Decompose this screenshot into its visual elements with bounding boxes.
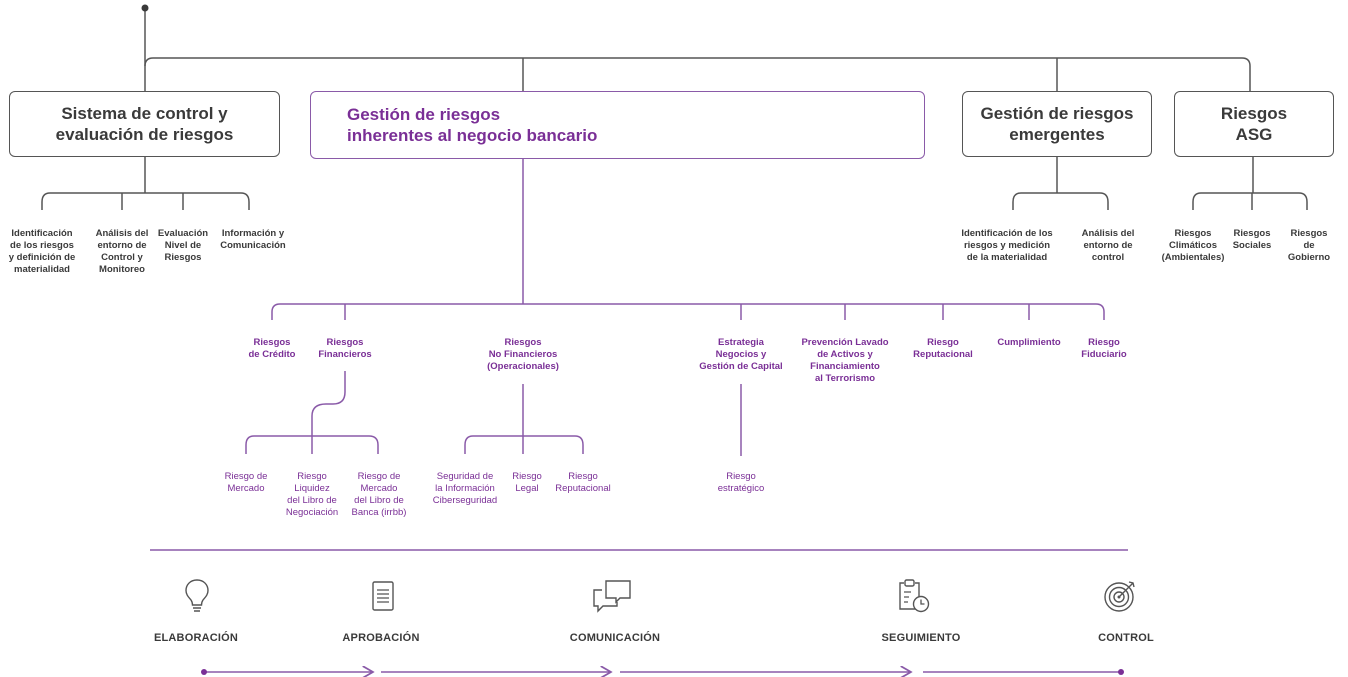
target-icon xyxy=(1104,581,1135,612)
control-item: Análisis del entorno de Control y Monito… xyxy=(95,228,149,275)
inherent-item-fiduciario: Riesgo Fiduciario xyxy=(1081,337,1127,360)
box-riesgos-asg-label: Riesgos ASG xyxy=(1220,104,1288,144)
inherent-item-cumplimiento: Cumplimiento xyxy=(997,337,1061,348)
step-label-aprobacion: APROBACIÓN xyxy=(342,632,420,644)
step-label-elaboracion: ELABORACIÓN xyxy=(153,632,239,644)
box-riesgos-asg: Riesgos ASG xyxy=(1174,91,1334,157)
box-gestion-emergentes-label: Gestión de riesgos emergentes xyxy=(980,104,1134,144)
box-gestion-inherentes: Gestión de riesgos inherentes al negocio… xyxy=(310,91,925,159)
inherent-item-reputacional: Riesgo Reputacional xyxy=(913,337,973,360)
step-label-control: CONTROL xyxy=(1098,632,1154,644)
lightbulb-icon xyxy=(185,579,209,612)
document-icon xyxy=(372,581,394,611)
inherent-item-estrategia: Estrategia Negocios y Gestión de Capital xyxy=(699,337,783,372)
financieros-sub-item: Riesgo de Mercado del Libro de Banca (ir… xyxy=(351,471,407,517)
emergentes-item: Identificación de los riesgos y medición… xyxy=(961,228,1053,263)
financieros-sub-item: Riesgo de Mercado xyxy=(224,471,268,494)
step-label-seguimiento: SEGUIMIENTO xyxy=(881,632,961,644)
clipboard-clock-icon xyxy=(899,579,930,613)
emergentes-item: Análisis del entorno de control xyxy=(1081,228,1135,263)
control-item: Información y Comunicación xyxy=(220,228,286,251)
chat-bubbles-icon xyxy=(593,580,631,613)
inherent-item-no-financieros: Riesgos No Financieros (Operacionales) xyxy=(487,337,559,372)
operacionales-sub-item: Riesgo Legal xyxy=(512,471,542,494)
control-item: Evaluación Nivel de Riesgos xyxy=(157,228,209,263)
box-sistema-control-label: Sistema de control y evaluación de riesg… xyxy=(55,104,234,144)
operacionales-sub-item: Seguridad de la Información Cibersegurid… xyxy=(432,471,498,506)
asg-item: Riesgos Climáticos (Ambientales) xyxy=(1161,228,1225,263)
box-gestion-emergentes: Gestión de riesgos emergentes xyxy=(962,91,1152,157)
inherent-item-credito: Riesgos de Crédito xyxy=(248,337,296,360)
financieros-sub-item: Riesgo Liquidez del Libro de Negociación xyxy=(285,471,339,517)
asg-item: Riesgos de Gobierno xyxy=(1287,228,1331,263)
operacionales-sub-item: Riesgo Reputacional xyxy=(555,471,611,494)
estrategia-sub-item: Riesgo estratégico xyxy=(717,471,765,494)
box-sistema-control: Sistema de control y evaluación de riesg… xyxy=(9,91,280,157)
inherent-item-prevencion-lavado: Prevención Lavado de Activos y Financiam… xyxy=(801,337,889,384)
box-gestion-inherentes-label: Gestión de riesgos inherentes al negocio… xyxy=(347,105,598,145)
asg-item: Riesgos Sociales xyxy=(1232,228,1272,251)
control-item: Identificación de los riesgos y definici… xyxy=(8,228,76,275)
inherent-item-financieros: Riesgos Financieros xyxy=(318,337,372,360)
step-label-comunicacion: COMUNICACIÓN xyxy=(569,632,661,644)
